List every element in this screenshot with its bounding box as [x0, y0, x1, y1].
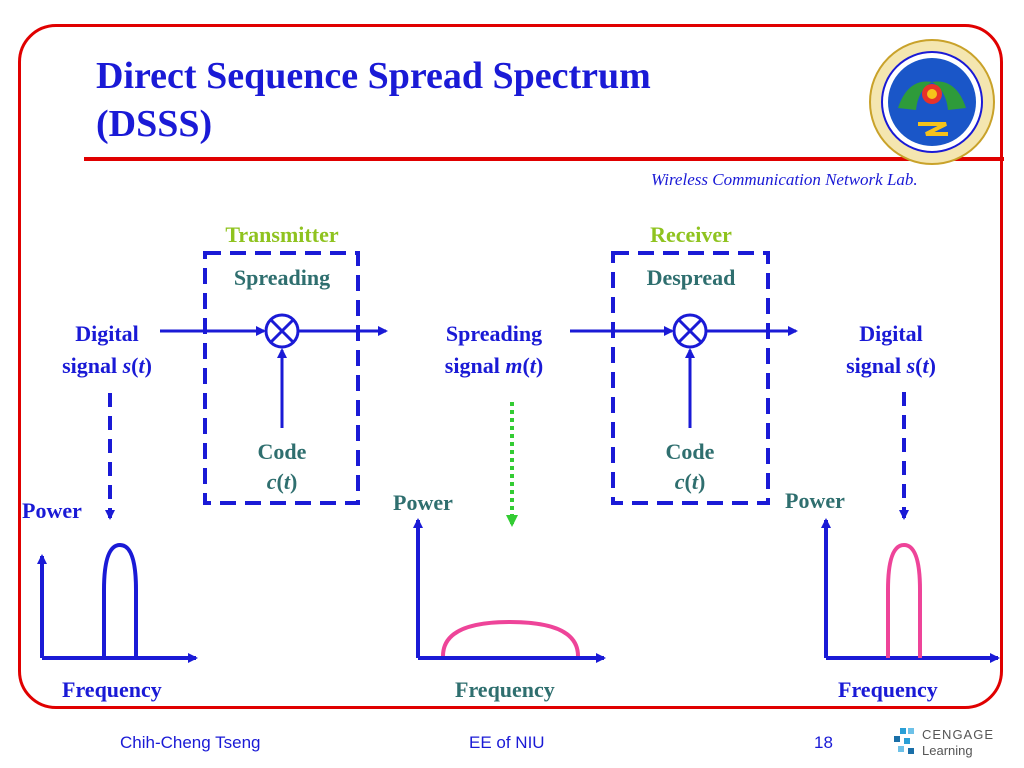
- receiver-header: Receiver: [650, 222, 732, 247]
- output-signal-label: Digital signal s(t): [846, 321, 936, 378]
- cengage-logo: CENGAGE Learning: [894, 727, 994, 758]
- cengage-mark-icon: [894, 728, 914, 754]
- tx-code-label: Code c(t): [232, 437, 332, 497]
- title-line-2: (DSSS): [96, 103, 213, 145]
- slide-title: Direct Sequence Spread Spectrum (DSSS): [96, 52, 651, 148]
- university-seal-icon: [869, 39, 995, 165]
- plot1-spectrum: [102, 542, 138, 658]
- transmitter-box: [203, 251, 360, 505]
- lab-name: Wireless Communication Network Lab.: [651, 170, 918, 189]
- tx-code-fn: c(t): [266, 469, 298, 494]
- rx-code-label: Code c(t): [640, 437, 740, 497]
- slide-frame: [18, 24, 1003, 709]
- rx-code-fn: c(t): [674, 469, 706, 494]
- tx-multiplier-icon: [264, 313, 300, 349]
- title-line-1: Direct Sequence Spread Spectrum: [96, 55, 651, 97]
- transmitter-header: Transmitter: [225, 222, 339, 247]
- despread-block-label: Despread: [646, 265, 736, 290]
- title-divider: [84, 157, 1004, 161]
- tx-code-word: Code: [257, 439, 307, 464]
- plot3-x-label: Frequency: [838, 677, 938, 702]
- receiver-box: [611, 251, 770, 505]
- footer-page-number: 18: [814, 733, 833, 752]
- plot3-spectrum: [886, 542, 922, 658]
- rx-code-word: Code: [665, 439, 715, 464]
- plot1-y-label: Power: [22, 498, 82, 523]
- rx-multiplier-icon: [672, 313, 708, 349]
- plot3-y-label: Power: [785, 488, 845, 513]
- plot1-x-label: Frequency: [62, 677, 162, 702]
- learning-word: Learning: [922, 743, 973, 758]
- input-signal-label: Digital signal s(t): [62, 321, 152, 378]
- cengage-word: CENGAGE: [922, 727, 994, 742]
- plot2-y-label: Power: [393, 490, 453, 515]
- plot2-spectrum: [441, 619, 580, 657]
- plot2-x-label: Frequency: [455, 677, 555, 702]
- spreading-block-label: Spreading: [233, 265, 331, 290]
- footer-dept: EE of NIU: [469, 733, 545, 752]
- spread-signal-label: Spreading signal m(t): [444, 321, 544, 378]
- footer-author: Chih-Cheng Tseng: [120, 733, 261, 752]
